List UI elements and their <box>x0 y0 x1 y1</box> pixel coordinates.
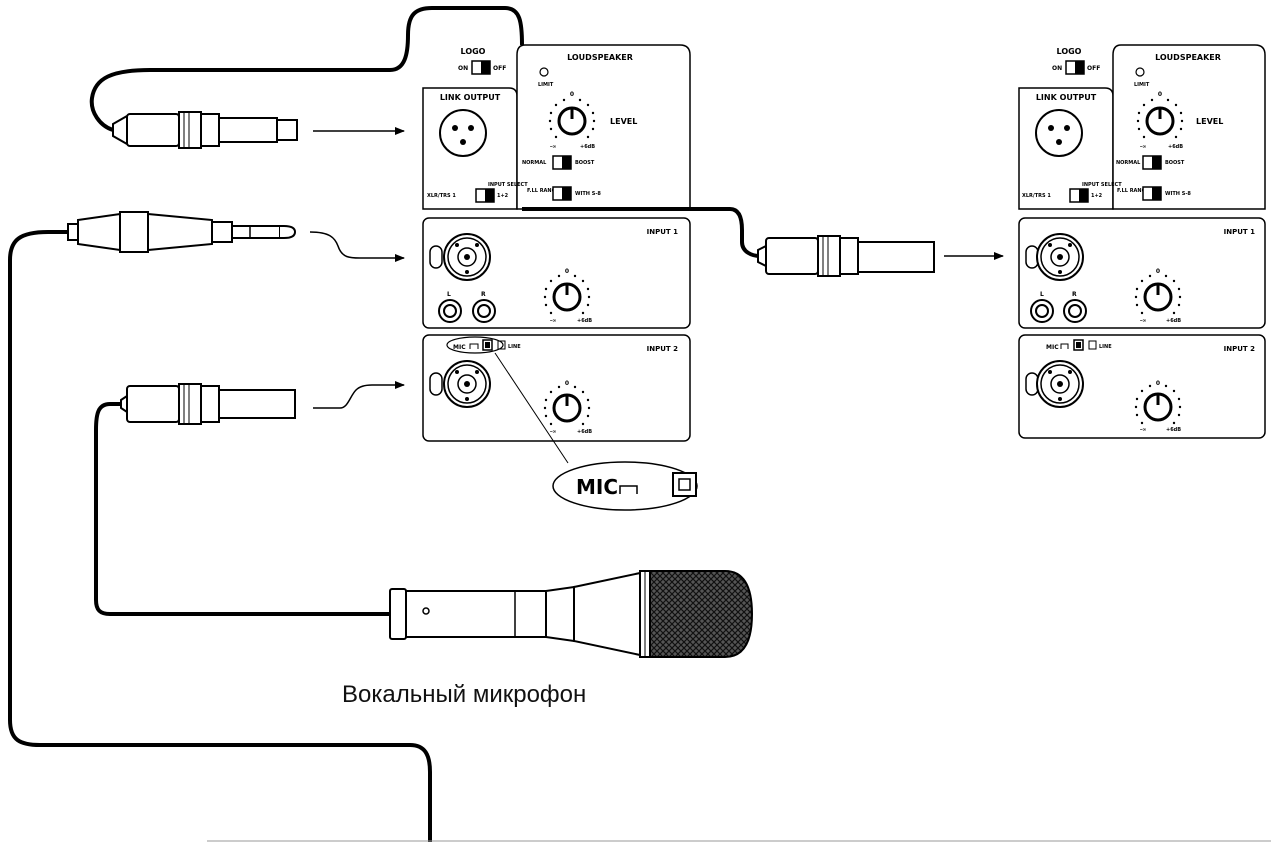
link-cable-to-second <box>522 207 761 258</box>
trs-jack-connector <box>67 211 297 253</box>
boost-switch[interactable] <box>552 155 572 170</box>
logo-title-2: LOGO <box>1057 47 1082 56</box>
input1-max-label: +6dB <box>577 318 592 324</box>
link-output-label-2: LINK OUTPUT <box>1036 93 1097 102</box>
xlr-connector-mic <box>120 383 296 425</box>
callout-leader <box>494 352 569 464</box>
normal-label: NORMAL <box>522 160 547 166</box>
input-select-label-2: INPUT SELECT <box>1082 182 1122 188</box>
level-label-2: LEVEL <box>1196 117 1223 126</box>
boost-label: BOOST <box>575 160 595 166</box>
level-min-label-2: -∞ <box>1140 144 1146 150</box>
logo-off-label-2: OFF <box>1087 65 1100 72</box>
level-min-label: -∞ <box>550 144 556 150</box>
line-cable <box>8 230 432 842</box>
one-plus-two-label-2: 1+2 <box>1091 193 1103 199</box>
input-select-switch-2[interactable] <box>1069 188 1089 203</box>
rca-left-label: L <box>447 291 451 298</box>
input1-gain-zero-2: 0 <box>1156 268 1160 275</box>
link-output-xlr-jack-2[interactable] <box>1035 109 1083 157</box>
input2-gain-zero: 0 <box>565 380 569 387</box>
rca-right-label: R <box>481 291 486 298</box>
level-zero-label-2: 0 <box>1158 91 1162 98</box>
device-right: LOGO ON OFF LOUDSPEAKER LIMIT 0 LEVEL -∞… <box>1018 44 1266 439</box>
callout-mic-symbol <box>619 485 638 494</box>
logo-off-label: OFF <box>493 65 506 72</box>
full-range-label: F.LL RANGE <box>527 188 560 194</box>
mic-cable <box>94 402 392 616</box>
input-select-switch[interactable] <box>475 188 495 203</box>
input2-gain-zero-2: 0 <box>1156 380 1160 387</box>
input1-combo-jack-2[interactable] <box>1025 233 1084 281</box>
logo-switch-2[interactable] <box>1065 60 1085 75</box>
limit-led <box>539 67 549 77</box>
level-max-label-2: +6dB <box>1168 144 1183 150</box>
boost-switch-2[interactable] <box>1142 155 1162 170</box>
xlr-connector-between-devices <box>757 235 935 277</box>
link-output-xlr-jack[interactable] <box>439 109 487 157</box>
input2-mic-label: MIC <box>453 344 466 351</box>
input2-section <box>422 334 691 442</box>
arrow-input2 <box>313 381 405 409</box>
rca-right-label-2: R <box>1072 291 1077 298</box>
input2-line-label: LINE <box>508 344 521 350</box>
input1-min-label-2: -∞ <box>1140 318 1146 324</box>
loudspeaker-title-2: LOUDSPEAKER <box>1155 53 1221 62</box>
subwoofer-switch[interactable] <box>552 186 572 201</box>
input2-title: INPUT 2 <box>647 345 678 353</box>
rca-right-jack[interactable] <box>472 299 496 323</box>
link-cable-top <box>89 6 524 132</box>
mic-switch-highlight <box>446 336 504 354</box>
subwoofer-switch-2[interactable] <box>1142 186 1162 201</box>
rca-left-label-2: L <box>1040 291 1044 298</box>
input2-combo-jack-2[interactable] <box>1025 360 1084 408</box>
callout-mic-label: MIC <box>576 475 618 499</box>
one-plus-two-label: 1+2 <box>497 193 509 199</box>
logo-on-label-2: ON <box>1052 65 1062 72</box>
rca-right-jack-2[interactable] <box>1063 299 1087 323</box>
level-zero-label: 0 <box>570 91 574 98</box>
full-range-label-2: F.LL RANGE <box>1117 188 1150 194</box>
input1-combo-jack[interactable] <box>429 233 491 281</box>
input1-gain-zero: 0 <box>565 268 569 275</box>
arrow-input1 <box>309 231 405 262</box>
input2-max-label-2: +6dB <box>1166 427 1181 433</box>
input1-title: INPUT 1 <box>647 228 678 236</box>
input1-title-2: INPUT 1 <box>1224 228 1255 236</box>
rca-left-jack-2[interactable] <box>1030 299 1054 323</box>
loudspeaker-title: LOUDSPEAKER <box>567 53 633 62</box>
boost-label-2: BOOST <box>1165 160 1185 166</box>
input2-combo-jack[interactable] <box>429 360 491 408</box>
input2-title-2: INPUT 2 <box>1224 345 1255 353</box>
normal-label-2: NORMAL <box>1116 160 1141 166</box>
xlr-trs-label: XLR/TRS 1 <box>427 193 456 199</box>
input-select-label: INPUT SELECT <box>488 182 528 188</box>
limit-label: LIMIT <box>538 82 554 88</box>
level-max-label: +6dB <box>580 144 595 150</box>
input1-max-label-2: +6dB <box>1166 318 1181 324</box>
input2-max-label: +6dB <box>577 429 592 435</box>
input1-min-label: -∞ <box>550 318 556 324</box>
input2-min-label-2: -∞ <box>1140 427 1146 433</box>
logo-switch[interactable] <box>471 60 491 75</box>
rca-left-jack[interactable] <box>438 299 462 323</box>
xlr-female-connector-top <box>112 111 298 149</box>
input2-mic-label-2: MIC <box>1046 344 1059 351</box>
microphone-caption: Вокальный микрофон <box>342 681 586 708</box>
xlr-trs-label-2: XLR/TRS 1 <box>1022 193 1051 199</box>
with-sub-label-2: WITH S-8 <box>1165 191 1191 197</box>
vocal-microphone-icon <box>389 570 754 658</box>
limit-label-2: LIMIT <box>1134 82 1150 88</box>
link-output-label: LINK OUTPUT <box>440 93 501 102</box>
with-sub-label: WITH S-8 <box>575 191 601 197</box>
device-left: LOGO ON OFF LOUDSPEAKER LIMIT 0 LEVEL -∞… <box>422 44 691 442</box>
input2-min-label: -∞ <box>550 429 556 435</box>
logo-on-label: ON <box>458 65 468 72</box>
level-label: LEVEL <box>610 117 637 126</box>
mic-level-symbol <box>469 343 479 349</box>
logo-title: LOGO <box>461 47 486 56</box>
input2-line-label-2: LINE <box>1099 344 1112 350</box>
